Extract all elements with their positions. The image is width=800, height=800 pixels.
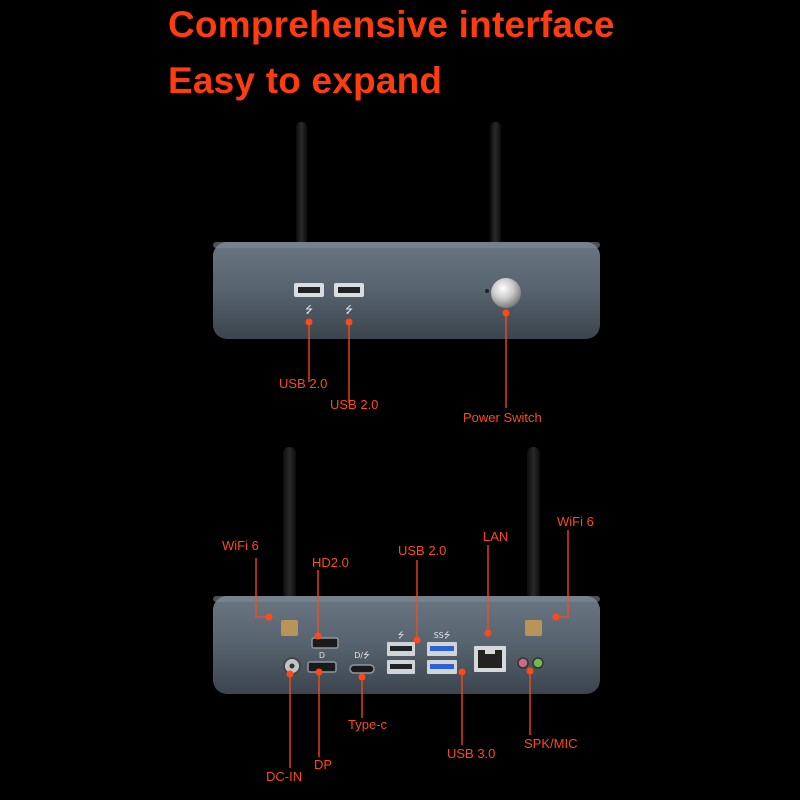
- label-dc-in: DC-IN: [266, 769, 303, 784]
- front-device: ⭍ ⭍: [213, 122, 600, 408]
- svg-text:⭍: ⭍: [305, 304, 313, 316]
- svg-text:⭍: ⭍: [398, 631, 405, 640]
- headline-line-2: Easy to expand: [168, 60, 443, 101]
- label-hd: HD2.0: [312, 555, 349, 570]
- mic-jack: [532, 657, 544, 669]
- headline-line-1: Comprehensive interface: [168, 4, 615, 45]
- label-power-switch: Power Switch: [463, 410, 542, 425]
- type-c-port: [349, 664, 375, 674]
- label-usb30: USB 3.0: [447, 746, 496, 761]
- hdmi-port: [311, 637, 339, 649]
- rear-usb30-stack: SS⭍: [427, 631, 457, 674]
- rear-antenna-left: [283, 447, 296, 627]
- svg-text:⭍: ⭍: [345, 304, 353, 316]
- rear-usb20-stack: ⭍: [387, 631, 415, 674]
- svg-text:D/⭍: D/⭍: [354, 651, 370, 660]
- label-lan: LAN: [483, 529, 509, 544]
- leader-wifi-left: [255, 558, 269, 618]
- rear-antenna-right: [527, 447, 540, 627]
- lan-port: [474, 646, 506, 672]
- speaker-jack: [517, 657, 529, 669]
- label-wifi-right: WiFi 6: [557, 514, 594, 529]
- label-usb20-rear: USB 2.0: [398, 543, 447, 558]
- front-chassis: [213, 242, 600, 339]
- power-switch-knob: [491, 278, 521, 308]
- label-front-usb-1: USB 2.0: [279, 376, 328, 391]
- front-antenna-left: [296, 122, 307, 250]
- label-spk-mic: SPK/MIC: [524, 736, 578, 751]
- label-front-usb-2: USB 2.0: [330, 397, 379, 412]
- power-led: [485, 289, 489, 293]
- leader-wifi-right: [556, 530, 569, 618]
- front-usb-port-1: ⭍: [294, 283, 324, 316]
- rear-device: D D/⭍ ⭍ SS⭍: [213, 447, 600, 768]
- svg-text:SS⭍: SS⭍: [434, 631, 451, 640]
- front-usb-port-2: ⭍: [334, 283, 364, 316]
- label-dp: DP: [314, 757, 333, 772]
- label-wifi-left: WiFi 6: [222, 538, 259, 553]
- label-type-c: Type-c: [348, 717, 388, 732]
- front-antenna-right: [490, 122, 501, 250]
- svg-text:D: D: [319, 651, 325, 660]
